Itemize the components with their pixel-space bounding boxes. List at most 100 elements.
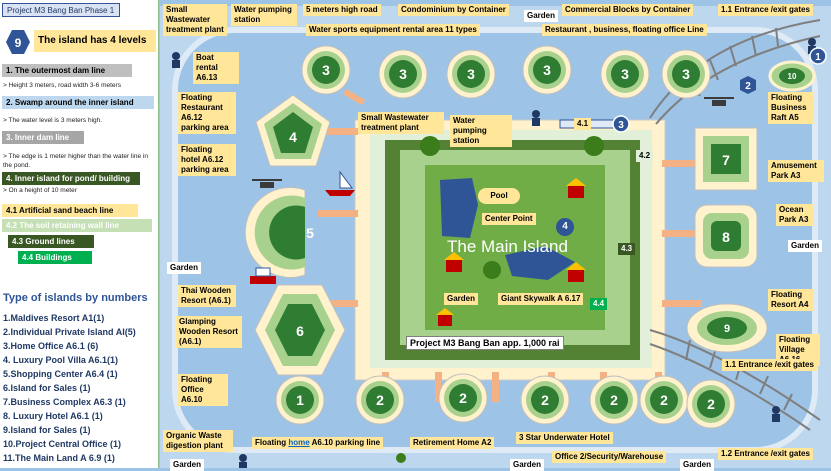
security-guard-icon [172,52,180,68]
label-garden-center: Garden [444,293,479,305]
small-island-bottom-4: 2 [589,375,639,425]
sublevel-4-1: 4.1 Artificial sand beach line [2,204,138,217]
levels-badge-number: 9 [14,36,22,50]
type-9: 9.Island for Sales (1) [3,425,91,435]
small-island-number: 3 [621,66,629,82]
drone-icon [252,179,282,188]
tree-icon [396,453,406,463]
small-island-bottom-3: 2 [520,375,570,425]
small-island-number: 2 [541,392,549,408]
label-amusement-park: Amusement Park A3 [768,160,824,182]
label-wastewater-center: Small Wastewater treatment plant [358,112,444,134]
label-commercial-blocks: Commercial Blocks by Container [562,4,694,16]
island-10-core [779,68,805,84]
svg-text:3: 3 [618,120,624,131]
label-center-point: Center Point [482,213,536,225]
label-thai-wooden-resort: Thai Wooden Resort (A6.1) [178,285,236,307]
level-1-note: > Height 3 meters, road width 3-6 meters [3,82,121,89]
sublevel-4-3: 4.3 Ground lines [8,235,94,248]
house-icon [436,308,454,326]
type-1: 1.Maldives Resort A1(1) [3,313,105,323]
small-island-number: 1 [296,392,304,408]
label-condominium: Condominium by Container [398,4,509,16]
level-1-label: 1. The outermost dam line [2,64,132,77]
pond-west [440,178,478,238]
label-garden-bottom-left: Garden [170,459,205,471]
label-organic-waste: Organic Waste digestion plant [163,430,233,452]
label-garden-bottom-center: Garden [510,459,545,471]
main-island-title: The Main Island [447,237,568,256]
type-10: 10.Project Central Office (1) [3,439,122,449]
label-wastewater-top: Small Wastewater treatment plant [163,4,227,36]
type-5: 5.Shopping Center A6.4 (1) [3,369,118,379]
small-island-number: 2 [610,392,618,408]
label-floating-office: Floating Office A6.10 [178,374,228,406]
levels-badge [6,30,30,54]
small-island-number: 3 [399,66,407,82]
sublevel-4-4: 4.4 Buildings [18,251,92,264]
label-office-security: Office 2/Security/Warehouse [552,451,667,463]
island-9-core [707,317,747,339]
island-5-core [269,205,305,260]
label-boat-rental: Boat rental A6.13 [193,52,239,84]
security-guard-icon [532,110,540,126]
label-high-road: 5 meters high road [303,4,381,16]
label-water-sports: Water sports equipment rental area 11 ty… [306,24,480,36]
label-4-2: 4.2 [636,150,654,162]
island-7-core [711,144,741,174]
label-entrance-1-1-right: 1.1 Entrance /exit gates [722,359,817,371]
level-2-label: 2. Swamp around the inner island [2,96,154,109]
island-4-number: 4 [289,129,297,145]
island-10-number: 10 [788,72,797,81]
small-island-top-0: 3 [301,45,351,95]
label-floating-hotel: Floating hotel A6.12 parking area [178,144,236,176]
label-4-1: 4.1 [574,118,592,130]
island-7-number: 7 [722,152,730,168]
type-6: 6.Island for Sales (1) [3,383,91,393]
levels-title: The island has 4 levels [34,30,156,52]
tree-icon [584,136,604,156]
small-island-number: 2 [459,390,467,406]
island-6-number: 6 [296,323,304,339]
level-4-label: 4. Inner island for pond/ building [2,172,140,185]
type-11: 11.The Main Land A 6.9 (1) [3,453,115,463]
small-island-bottom-5: 2 [639,375,689,425]
level-3-note: > The edge is 1 meter higher than the wa… [3,153,148,169]
level-3-label: 3. Inner dam line [2,131,84,144]
small-island-top-2: 3 [446,49,496,99]
marker-1: 1 [809,47,827,65]
small-island-number: 3 [543,62,551,78]
small-island-number: 2 [660,392,668,408]
island-4-core [273,112,313,153]
label-pool: Pool [478,188,520,204]
pond-east [505,246,575,280]
label-floating-business-raft: Floating Business Raft A5 [768,92,814,124]
small-island-top-4: 3 [600,49,650,99]
label-4-4: 4.4 [590,298,608,310]
label-garden-right: Garden [788,240,823,252]
island-5-number: 5 [306,225,314,241]
svg-text:1: 1 [815,52,821,63]
type-7: 7.Business Complex A6.3 (1) [3,397,126,407]
island-8-number: 8 [722,229,730,245]
island-9-number: 9 [724,323,730,335]
house-icon [444,252,464,272]
type-2: 2.Individual Private Island AI(5) [3,327,136,337]
label-4-3: 4.3 [618,243,636,255]
drone-icon [704,97,734,106]
label-floating-restaurant: Floating Restaurant A6.12 parking area [178,92,236,134]
label-pumping-center: Water pumping station [450,115,512,147]
label-floating-resort: Floating Resort A4 [768,289,814,311]
types-title: Type of islands by numbers [3,292,148,304]
label-project-area: Project M3 Bang Ban app. 1,000 rai [406,336,564,350]
label-entrance-1-2: 1.2 Entrance /exit gates [718,448,813,460]
small-island-number: 3 [682,66,690,82]
label-parking-line: A6.10 parking line [311,438,381,447]
type-4: 4. Luxury Pool Villa A6.1(1) [3,355,119,365]
label-pumping-top: Water pumping station [231,4,297,26]
house-icon [566,178,586,198]
type-8: 8. Luxury Hotel A6.1 (1) [3,411,103,421]
ferry-icon [250,267,276,284]
marker-3: 3 [612,115,630,133]
small-island-number: 3 [467,66,475,82]
